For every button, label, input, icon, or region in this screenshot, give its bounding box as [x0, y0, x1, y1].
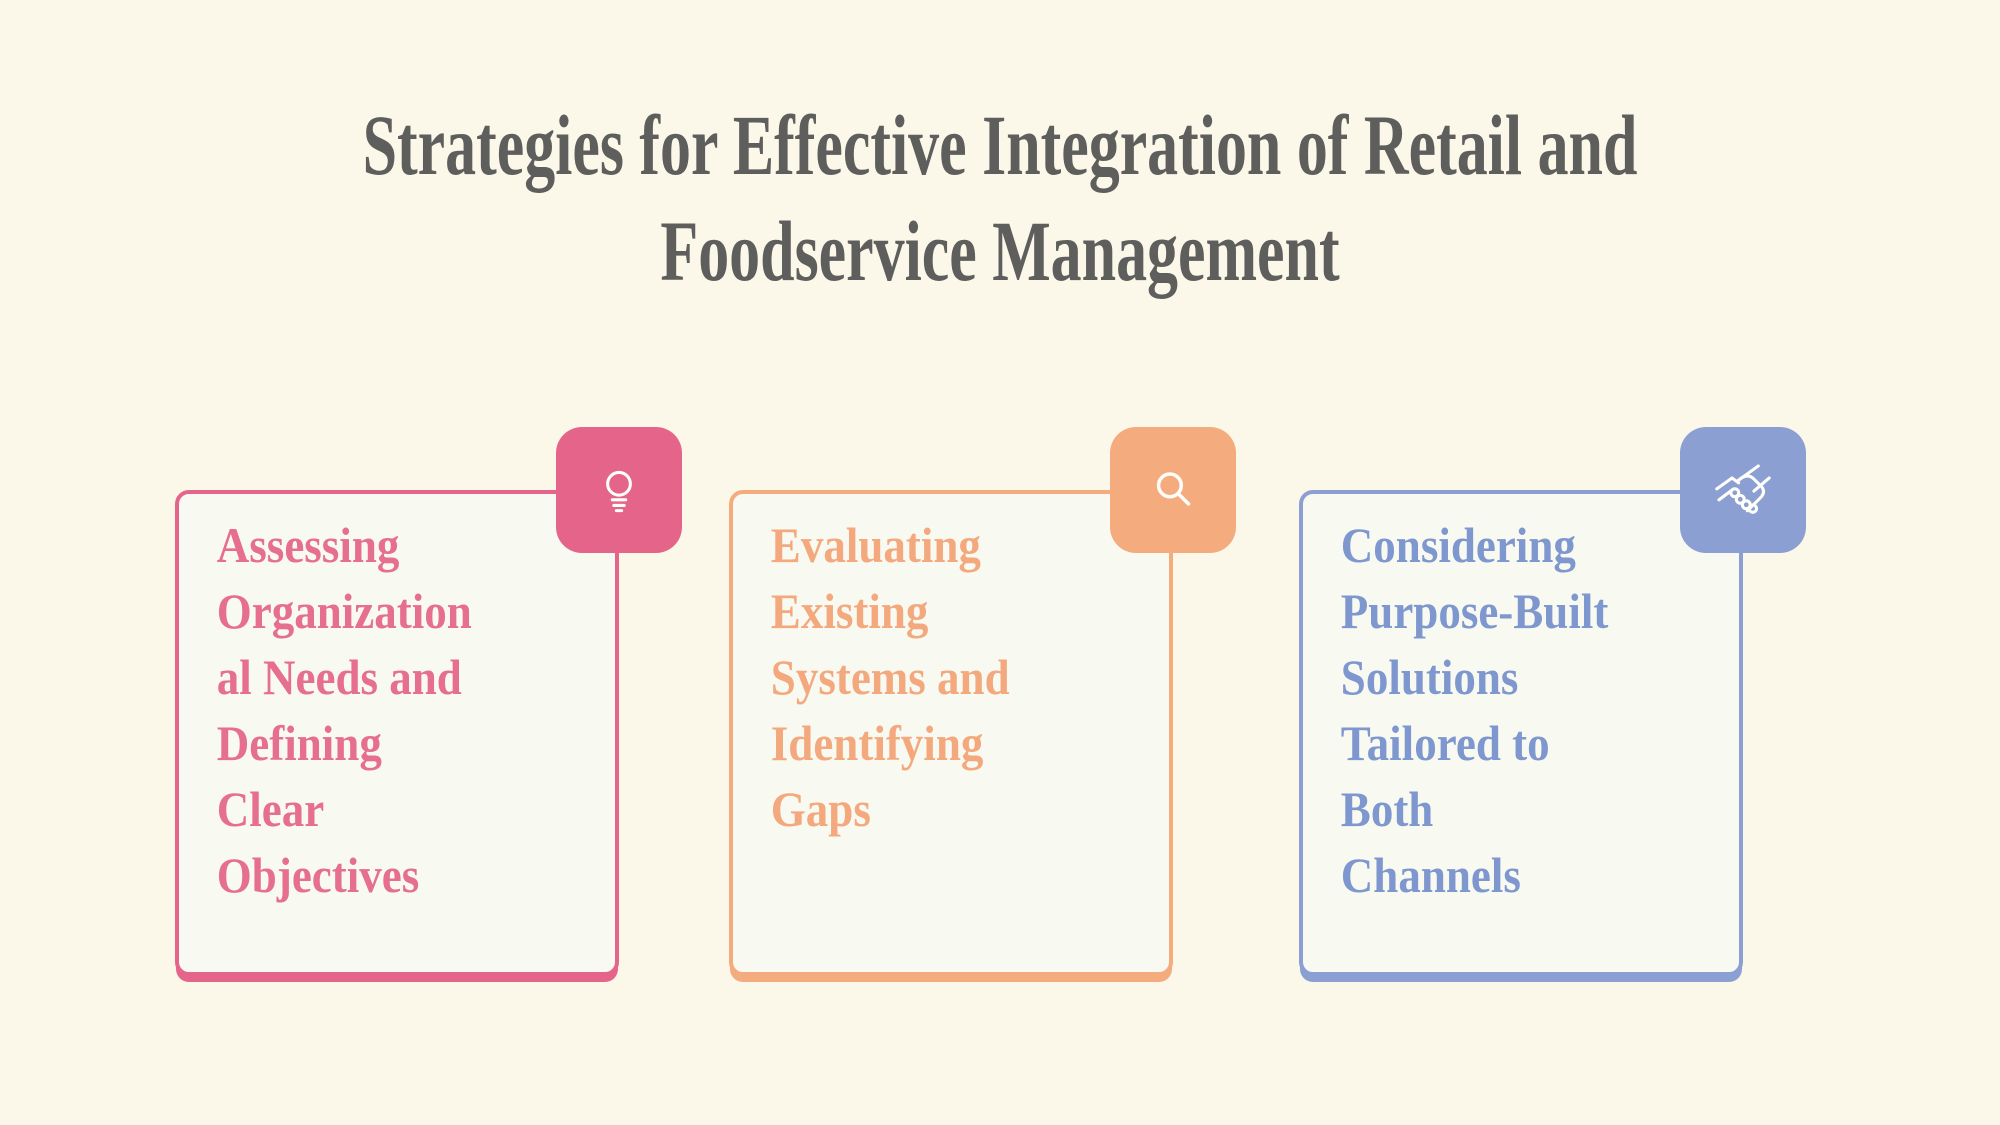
card-purpose-built-solutions: Considering Purpose-Built Solutions Tail… [1299, 427, 1806, 976]
lightbulb-badge [556, 427, 682, 553]
card-text: Evaluating Existing Systems and Identify… [770, 517, 1010, 837]
handshake-badge [1680, 427, 1806, 553]
magnifier-icon [1156, 472, 1191, 506]
page-title: Strategies for Effective Integration of … [362, 97, 1638, 299]
card-text: Assessing Organization al Needs and Defi… [216, 517, 472, 903]
card-text: Considering Purpose-Built Solutions Tail… [1340, 517, 1609, 903]
lightbulb-icon [606, 470, 632, 513]
card-assessing-needs: Assessing Organization al Needs and Defi… [175, 427, 682, 976]
card-evaluating-systems: Evaluating Existing Systems and Identify… [729, 427, 1236, 976]
magnifier-badge [1110, 427, 1236, 553]
handshake-icon [1715, 464, 1771, 514]
